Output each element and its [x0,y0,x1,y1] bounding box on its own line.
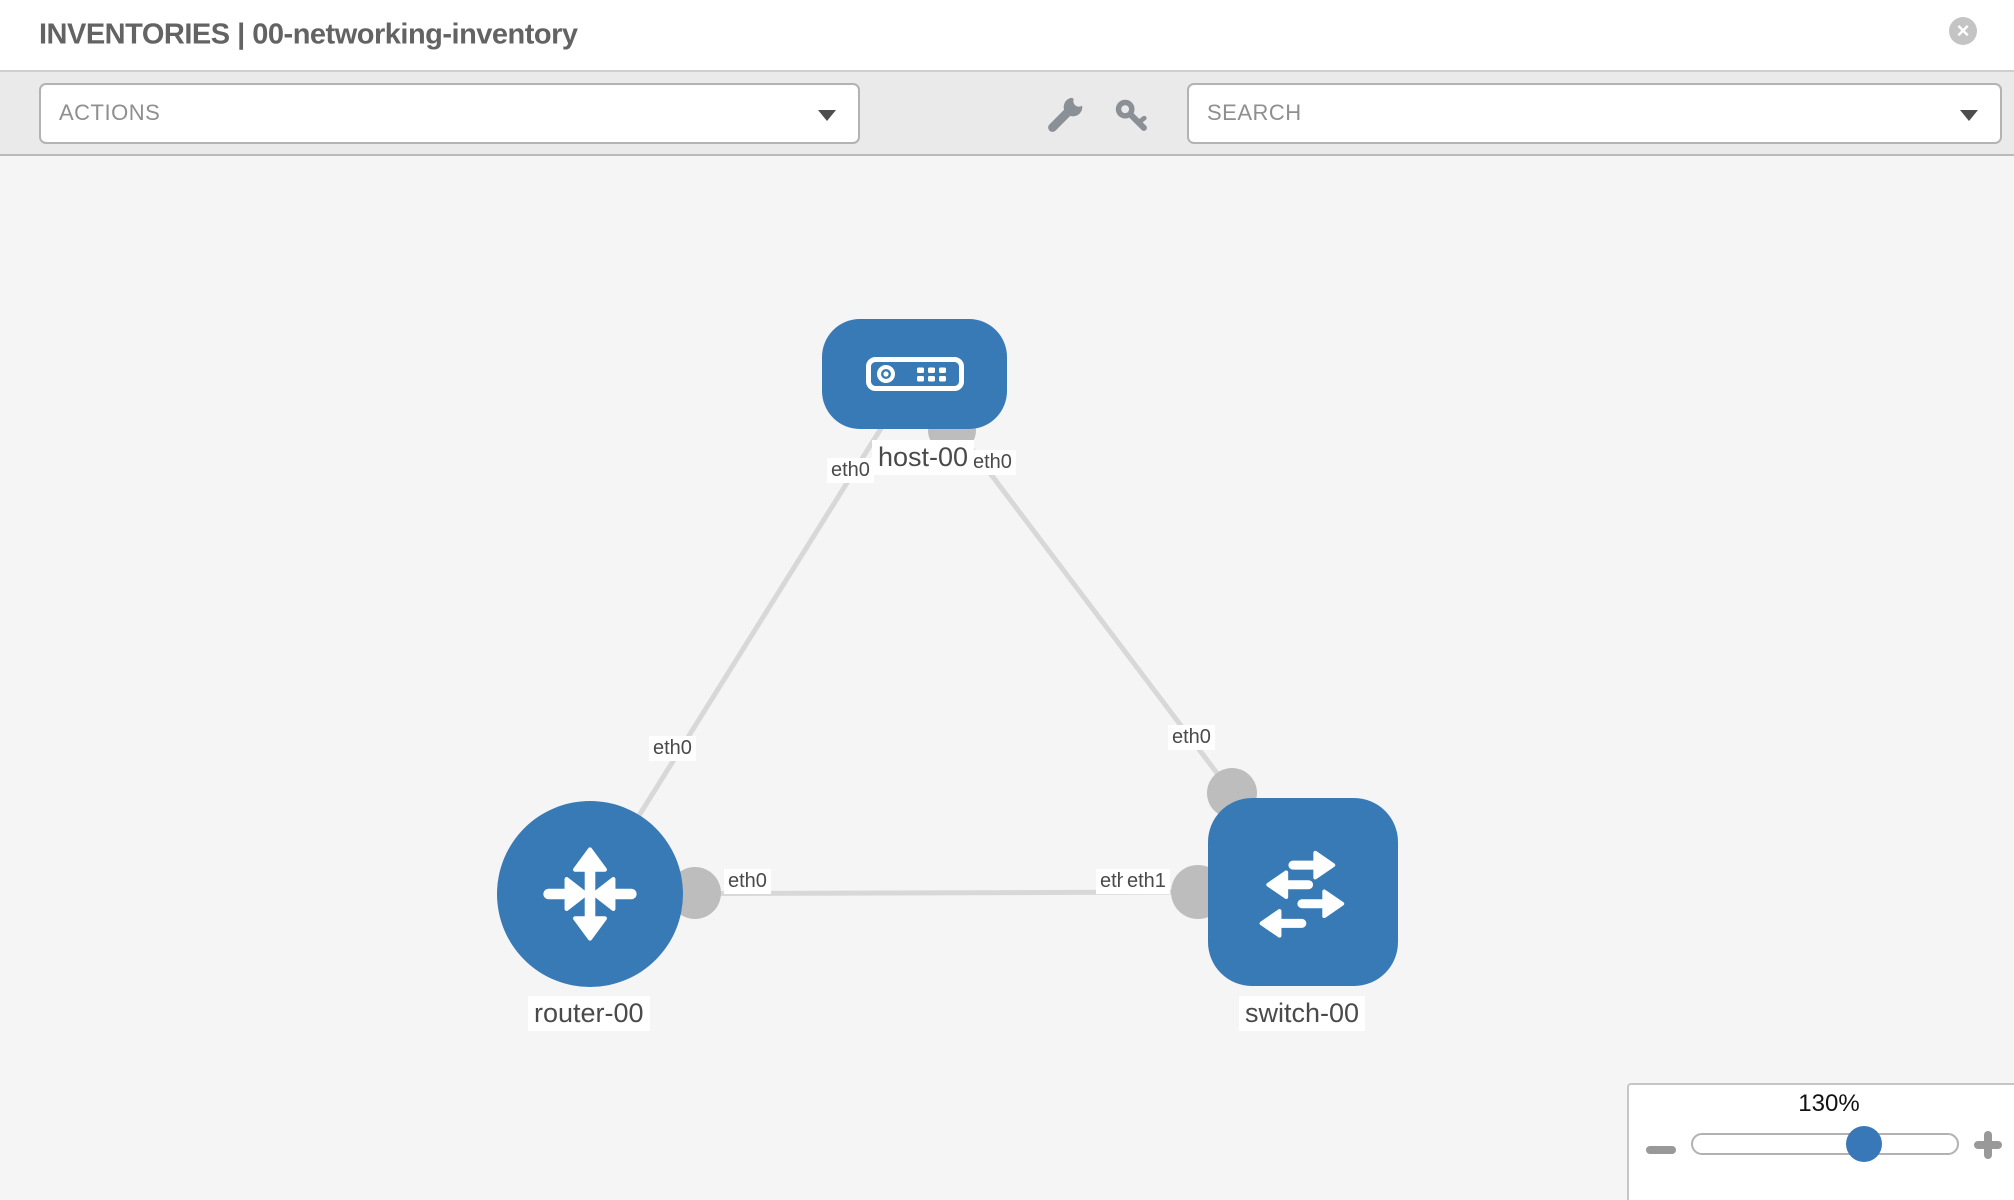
switch-icon [1259,850,1345,938]
node-router-00[interactable] [497,801,683,987]
interface-label: eth0 [969,450,1016,475]
router-icon [543,847,637,941]
topology-canvas[interactable]: eth0 eth0 eth0 eth0 eth0 eth0 eth1 host-… [0,156,2014,1200]
zoom-slider-track[interactable] [1691,1133,1959,1155]
interface-label: eth0 [649,736,696,761]
topology-links-layer [587,372,1257,919]
close-icon: × [1956,18,1970,43]
page-title: INVENTORIES | 00-networking-inventory [39,18,578,51]
zoom-out-button[interactable] [1645,1135,1677,1165]
node-label-router-00: router-00 [528,996,650,1031]
chevron-down-icon [818,109,836,121]
chevron-down-icon [1960,109,1978,121]
zoom-in-button[interactable] [1972,1129,2004,1161]
node-label-host-00: host-00 [872,440,975,475]
interface-label: eth0 [1168,725,1215,750]
node-host-00[interactable] [822,319,1007,429]
interface-label: eth0 [724,869,771,894]
host-icon [865,357,964,391]
node-switch-00[interactable] [1208,798,1398,986]
actions-dropdown-label: ACTIONS [59,100,161,125]
node-label-switch-00: switch-00 [1239,996,1366,1031]
actions-dropdown[interactable]: ACTIONS [39,83,860,144]
zoom-slider-thumb[interactable] [1846,1126,1882,1162]
interface-label: eth1 [1123,869,1170,894]
zoom-control-panel: 130% [1627,1083,2014,1200]
toolbar: ACTIONS SEARCH [0,72,2014,156]
minus-icon [1646,1146,1676,1154]
close-button[interactable]: × [1949,17,1977,45]
header: INVENTORIES | 00-networking-inventory × [0,0,2014,72]
zoom-level-readout: 130% [1798,1090,1860,1117]
interface-label: eth0 [827,458,874,483]
search-dropdown[interactable]: SEARCH [1187,83,2002,144]
search-dropdown-label: SEARCH [1207,100,1302,125]
wrench-icon[interactable] [1046,96,1084,134]
plus-icon [1984,1131,1992,1159]
key-icon[interactable] [1114,98,1150,134]
